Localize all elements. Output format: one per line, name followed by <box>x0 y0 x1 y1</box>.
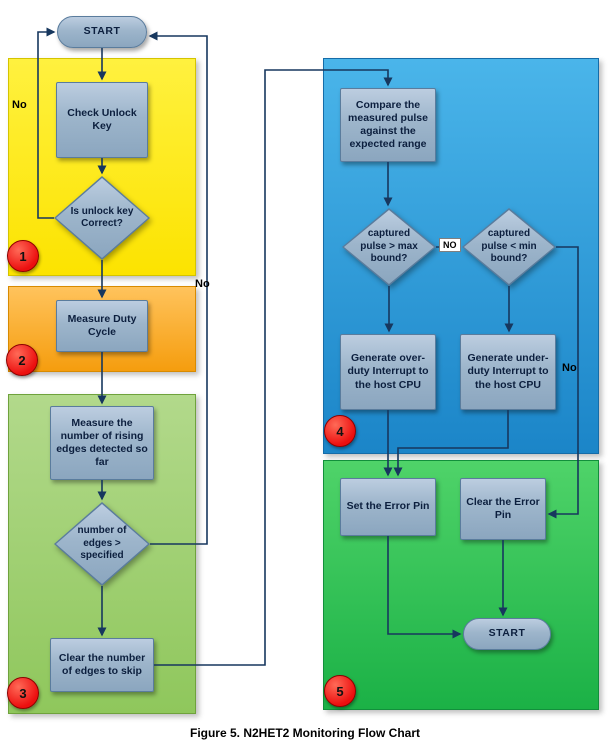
label-unlock-no: No <box>12 99 27 111</box>
node-set-error-pin: Set the Error Pin <box>340 478 436 536</box>
step-badge-1: 1 <box>7 240 39 272</box>
node-start-top: START <box>57 16 147 48</box>
step-badge-3: 3 <box>7 677 39 709</box>
node-clear-error-pin: Clear the Error Pin <box>460 478 546 540</box>
node-start-bottom: START <box>463 618 551 650</box>
node-over-duty-interrupt: Generate over-duty Interrupt to the host… <box>340 334 436 410</box>
decision-edges-specified-label: number of edges > specified <box>77 525 127 562</box>
node-check-unlock-key: Check Unlock Key <box>56 82 148 158</box>
step-badge-2: 2 <box>6 344 38 376</box>
figure-caption: Figure 5. N2HET2 Monitoring Flow Chart <box>189 726 420 740</box>
decision-max-bound-label: captured pulse > max bound? <box>360 228 418 265</box>
label-min-no: No <box>562 362 577 374</box>
node-clear-edges-to-skip: Clear the number of edges to skip <box>50 638 154 692</box>
decision-edges-specified: number of edges > specified <box>54 502 150 586</box>
decision-min-bound: captured pulse < min bound? <box>462 208 556 286</box>
decision-unlock-correct: Is unlock key Correct? <box>54 176 150 260</box>
decision-unlock-correct-label: Is unlock key Correct? <box>70 205 134 230</box>
node-measure-duty-cycle: Measure Duty Cycle <box>56 300 148 352</box>
node-compare-pulse: Compare the measured pulse against the e… <box>340 88 436 162</box>
label-max-no: NO <box>439 238 461 252</box>
label-edges-no: No <box>195 278 210 290</box>
step-badge-5: 5 <box>324 675 356 707</box>
step-badge-4: 4 <box>324 415 356 447</box>
decision-max-bound: captured pulse > max bound? <box>342 208 436 286</box>
decision-min-bound-label: captured pulse < min bound? <box>481 228 537 265</box>
node-under-duty-interrupt: Generate under-duty Interrupt to the hos… <box>460 334 556 410</box>
node-measure-rising-edges: Measure the number of rising edges detec… <box>50 406 154 480</box>
